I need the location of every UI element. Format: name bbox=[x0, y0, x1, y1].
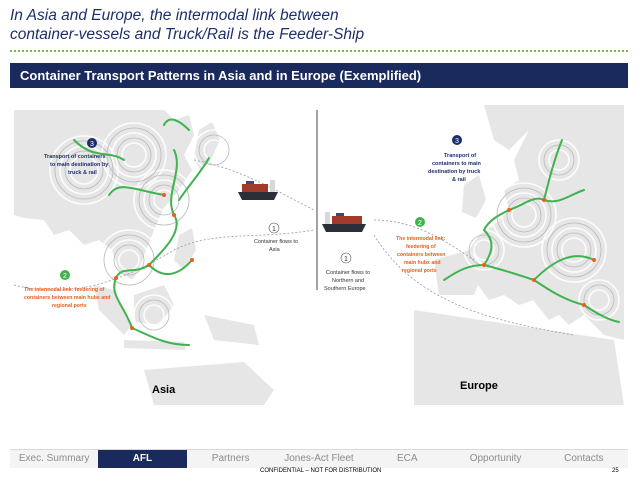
nav-jones-act-fleet[interactable]: Jones-Act Fleet bbox=[284, 453, 354, 464]
asia-philippines bbox=[174, 228, 196, 270]
europe-africa bbox=[414, 310, 624, 405]
asia-label: Asia bbox=[152, 384, 176, 396]
asia-mainline-route bbox=[14, 229, 315, 291]
europe-callout-2-number: 2 bbox=[418, 220, 422, 227]
asia-callout-1-number: 1 bbox=[272, 226, 276, 233]
europe-map: 3 Transport of containers to main destin… bbox=[322, 105, 624, 405]
nav-partners[interactable]: Partners bbox=[211, 453, 250, 464]
europe-iberia bbox=[434, 250, 484, 295]
confidential-notice: CONFIDENTIAL – NOT FOR DISTRIBUTION bbox=[260, 468, 382, 474]
nav-eca[interactable]: ECA bbox=[396, 453, 418, 464]
maps-illustration: 3 Transport of containers to main destin… bbox=[14, 100, 624, 405]
page-number: 25 bbox=[612, 468, 619, 474]
europe-callout-3-line-2: containers to main bbox=[432, 161, 482, 167]
dotted-divider bbox=[10, 50, 628, 52]
europe-callout-3: 3 Transport of containers to main destin… bbox=[428, 135, 482, 183]
europe-landmass bbox=[469, 105, 624, 340]
europe-callout-3-line-4: & rail bbox=[452, 177, 466, 183]
europe-scandinavia bbox=[514, 110, 574, 190]
asia-callout-1-line-1: Container flows to bbox=[254, 239, 298, 245]
section-header-text: Container Transport Patterns in Asia and… bbox=[20, 68, 422, 83]
europe-callout-1: 1 Container flows to Northern and Southe… bbox=[324, 252, 370, 292]
nav-exec-summary[interactable]: Exec. Summary bbox=[18, 453, 90, 464]
europe-mainline-route bbox=[373, 219, 475, 261]
asia-mainline-route-2 bbox=[193, 159, 315, 211]
asia-callout-1: 1 Container flows to Asia bbox=[254, 222, 298, 253]
asia-australia bbox=[144, 362, 274, 405]
europe-callout-2-line-1: The intermodal link: bbox=[396, 236, 446, 242]
asia-callout-2-line-2: containers between main hubs and bbox=[24, 295, 110, 301]
asia-callout-3-line-2: to main destination by bbox=[50, 162, 109, 168]
asia-callout-1-line-2: Asia bbox=[269, 247, 281, 253]
europe-callout-1-line-2: Northern and bbox=[332, 278, 364, 284]
europe-callout-2: 2 The intermodal link: feedering of cont… bbox=[396, 217, 446, 274]
asia-callout-3-line-3: truck & rail bbox=[68, 170, 97, 176]
europe-callout-1-number: 1 bbox=[344, 256, 348, 263]
asia-callout-3: 3 Transport of containers to main destin… bbox=[44, 138, 109, 176]
europe-callout-1-line-3: Southern Europe bbox=[324, 286, 366, 292]
nav-opportunity[interactable]: Opportunity bbox=[469, 453, 522, 464]
europe-callout-3-number: 3 bbox=[455, 138, 459, 145]
europe-callout-2-line-4: main hubs and bbox=[404, 260, 441, 266]
europe-callout-2-line-2: feedering of bbox=[406, 244, 436, 250]
asia-callout-2-line-1: The intermodal link: feedering of bbox=[24, 287, 105, 293]
europe-callout-2-line-3: containers between bbox=[397, 252, 445, 258]
asia-callout-2-number: 2 bbox=[63, 273, 67, 280]
europe-callout-3-line-1: Transport of bbox=[444, 153, 476, 159]
europe-britain bbox=[462, 175, 486, 218]
asia-map: 3 Transport of containers to main destin… bbox=[14, 100, 315, 405]
asia-callout-3-number: 3 bbox=[90, 141, 94, 148]
nav-afl[interactable]: AFL bbox=[98, 450, 187, 468]
asia-callout-3-line-1: Transport of containers bbox=[44, 154, 105, 160]
asia-callout-2: 2 The intermodal link: feedering of cont… bbox=[24, 270, 110, 309]
europe-ship-icon bbox=[322, 212, 366, 232]
section-nav: Exec. Summary AFL Partners Jones-Act Fle… bbox=[10, 449, 628, 468]
slide-title-line-1: In Asia and Europe, the intermodal link … bbox=[10, 7, 339, 24]
europe-label: Europe bbox=[460, 380, 498, 392]
asia-newguinea bbox=[204, 315, 259, 345]
europe-mainline-route-2 bbox=[373, 234, 575, 336]
europe-callout-1-line-1: Container flows to bbox=[326, 270, 370, 276]
europe-italy bbox=[524, 275, 559, 320]
maps-panel: 3 Transport of containers to main destin… bbox=[14, 100, 624, 420]
asia-sumatra bbox=[94, 285, 132, 335]
slide-title-line-2: container-vessels and Truck/Rail is the … bbox=[10, 26, 365, 43]
asia-japan bbox=[194, 122, 220, 170]
asia-ship-icon bbox=[238, 180, 278, 200]
section-header-bar: Container Transport Patterns in Asia and… bbox=[10, 63, 628, 88]
europe-callout-2-line-5: regional ports bbox=[402, 268, 437, 274]
slide-title: In Asia and Europe, the intermodal link … bbox=[10, 6, 570, 44]
europe-callout-3-line-3: destination by truck bbox=[428, 169, 481, 175]
nav-contacts[interactable]: Contacts bbox=[564, 453, 604, 464]
asia-callout-2-line-3: regional ports bbox=[52, 303, 87, 309]
